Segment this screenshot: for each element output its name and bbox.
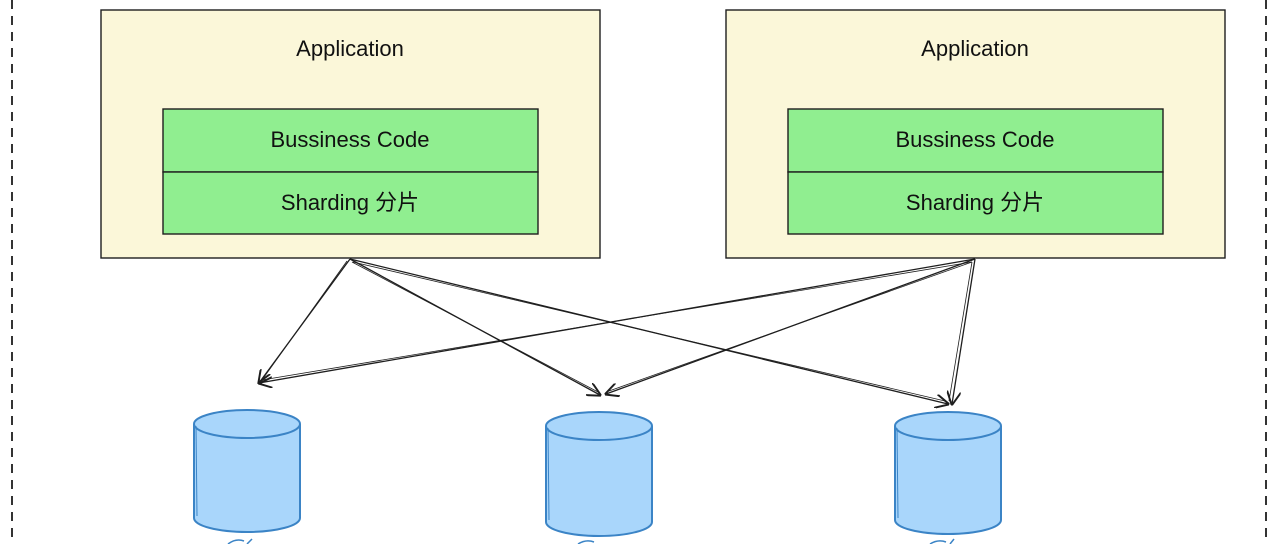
application-title-2: Application	[921, 36, 1029, 61]
business-code-layer-1	[162, 108, 539, 173]
database-cylinder-3	[894, 411, 1002, 535]
application-box-2: Application Bussiness Code Sharding 分片	[725, 9, 1226, 259]
application-box-1: Application Bussiness Code Sharding 分片	[100, 9, 601, 259]
arrows-from-application-1	[259, 258, 948, 404]
sharding-label-1: Sharding 分片	[281, 190, 419, 215]
application-title-1: Application	[296, 36, 404, 61]
business-code-label-1: Bussiness Code	[271, 127, 430, 152]
arrow-app2-db3	[952, 258, 976, 404]
sharding-layer-2	[787, 171, 1164, 235]
sharding-label-2: Sharding 分片	[906, 190, 1044, 215]
clipped-db-labels	[227, 538, 955, 544]
sharding-layer-1	[162, 171, 539, 235]
arrows-from-application-2	[259, 258, 976, 404]
database-cylinder-1	[193, 409, 301, 533]
database-cylinder-2	[545, 411, 653, 537]
business-code-label-2: Bussiness Code	[896, 127, 1055, 152]
